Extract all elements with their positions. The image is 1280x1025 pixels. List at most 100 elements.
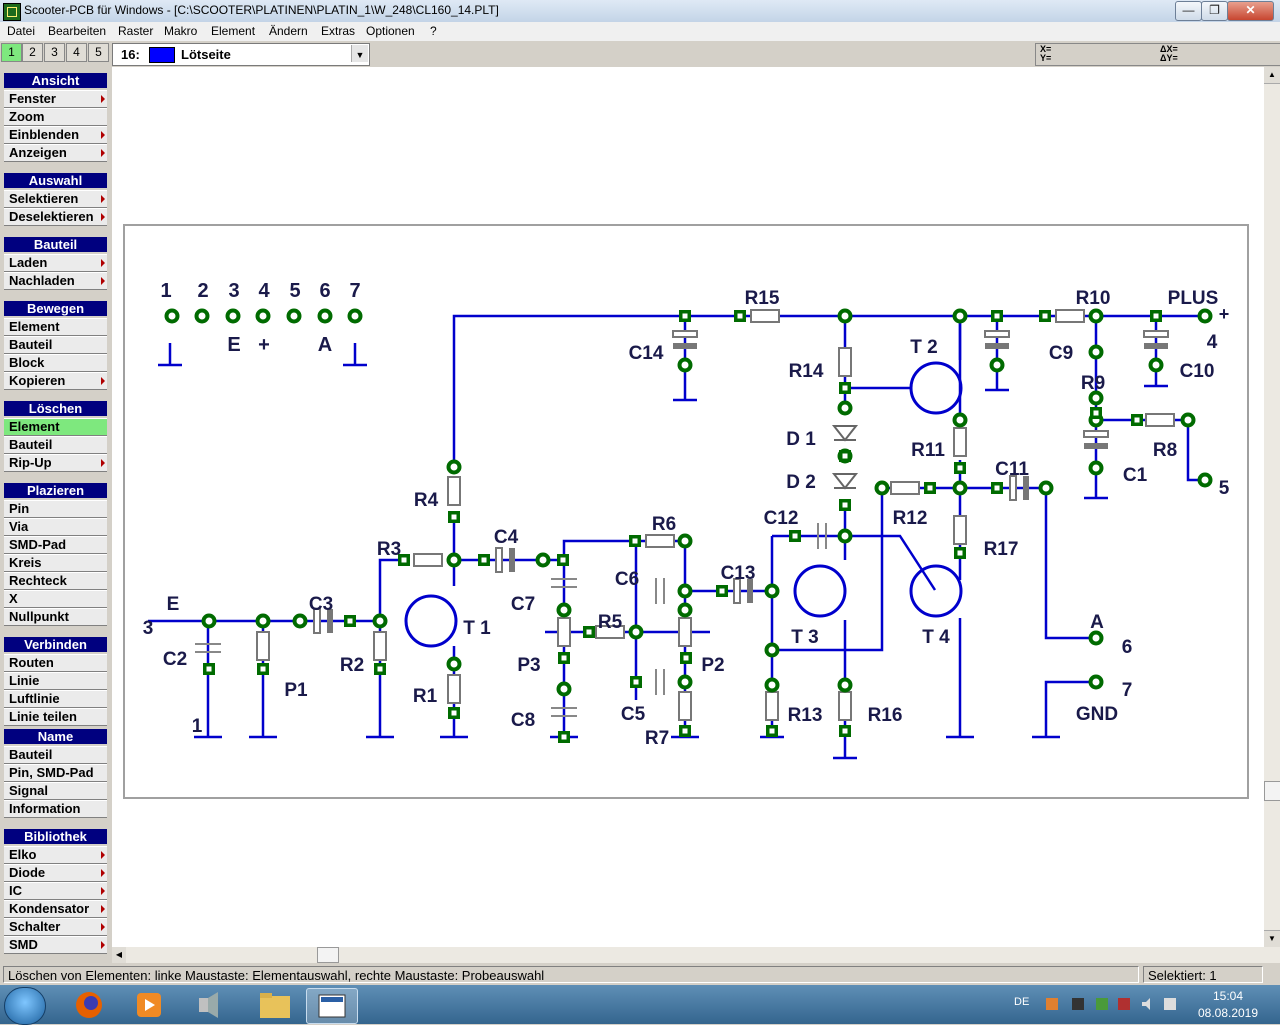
- sidebar-item-label: Rip-Up: [9, 455, 52, 470]
- sidebar-item-bewegen-block[interactable]: Block: [4, 354, 107, 372]
- scroll-down-icon[interactable]: ▼: [1264, 930, 1280, 947]
- sidebar-item-plazieren-nullpunkt[interactable]: Nullpunkt: [4, 608, 107, 626]
- sidebar-item-bibliothek-kondensator[interactable]: Kondensator: [4, 900, 107, 918]
- sidebar-item-ansicht-anzeigen[interactable]: Anzeigen: [4, 144, 107, 162]
- menu-aendern[interactable]: Ändern: [269, 24, 308, 38]
- resistor: [838, 691, 852, 721]
- pad-round: [764, 642, 780, 658]
- close-button[interactable]: ✕: [1227, 1, 1274, 21]
- sidebar-item-auswahl-selektieren[interactable]: Selektieren: [4, 190, 107, 208]
- pad-round: [677, 357, 693, 373]
- wire-segment: [772, 488, 884, 652]
- wire-segment: [845, 534, 937, 591]
- scroll-thumb-horizontal[interactable]: [317, 947, 339, 963]
- sidebar-item-plazieren-x[interactable]: X: [4, 590, 107, 608]
- scroll-up-icon[interactable]: ▲: [1264, 67, 1280, 84]
- media-player-icon[interactable]: [124, 988, 174, 1022]
- sidebar-item-plazieren-via[interactable]: Via: [4, 518, 107, 536]
- sidebar-item-plazieren-rechteck[interactable]: Rechteck: [4, 572, 107, 590]
- sidebar-item-bibliothek-diode[interactable]: Diode: [4, 864, 107, 882]
- audio-icon[interactable]: [186, 988, 236, 1022]
- sidebar-item-plazieren-kreis[interactable]: Kreis: [4, 554, 107, 572]
- sidebar-item-plazieren-pin[interactable]: Pin: [4, 500, 107, 518]
- menu-bearbeiten[interactable]: Bearbeiten: [48, 24, 107, 38]
- resistor: [447, 674, 461, 704]
- sidebar-item-bewegen-kopieren[interactable]: Kopieren: [4, 372, 107, 390]
- component-label: 5: [1219, 478, 1230, 499]
- folder-icon[interactable]: [250, 988, 300, 1022]
- sidebar-item-label: Deselektieren: [9, 209, 94, 224]
- tray-icons[interactable]: [1044, 996, 1184, 1012]
- firefox-icon[interactable]: [64, 988, 114, 1022]
- resistor: [595, 625, 625, 639]
- sidebar-item-name-bauteil[interactable]: Bauteil: [4, 746, 107, 764]
- horizontal-scrollbar[interactable]: ◀: [112, 947, 1280, 963]
- scroll-thumb[interactable]: [1264, 781, 1280, 801]
- scroll-left-icon[interactable]: ◀: [112, 947, 126, 963]
- sidebar-item-verbinden-luftlinie[interactable]: Luftlinie: [4, 690, 107, 708]
- sidebar-item-ansicht-einblenden[interactable]: Einblenden: [4, 126, 107, 144]
- pad-round: [225, 308, 241, 324]
- resistor: [645, 534, 675, 548]
- menu-optionen[interactable]: Optionen: [366, 24, 415, 38]
- maximize-button[interactable]: ❐: [1201, 1, 1228, 21]
- tab-5[interactable]: 5: [88, 43, 109, 62]
- sidebar-item-bibliothek-smd[interactable]: SMD: [4, 936, 107, 954]
- pad-round: [255, 308, 271, 324]
- scooter-pcb-taskbar-icon[interactable]: [306, 988, 358, 1024]
- connector-mark: +: [258, 334, 270, 356]
- minimize-button[interactable]: —: [1175, 1, 1202, 21]
- sidebar-item-verbinden-linie-teilen[interactable]: Linie teilen: [4, 708, 107, 726]
- sidebar-item-löschen-element[interactable]: Element: [4, 418, 107, 436]
- sidebar-item-auswahl-deselektieren[interactable]: Deselektieren: [4, 208, 107, 226]
- tab-1[interactable]: 1: [1, 43, 22, 62]
- sidebar-item-löschen-bauteil[interactable]: Bauteil: [4, 436, 107, 454]
- chevron-down-icon[interactable]: ▼: [351, 45, 368, 62]
- sidebar-item-ansicht-fenster[interactable]: Fenster: [4, 90, 107, 108]
- pad-hole: [1134, 417, 1140, 423]
- menu-extras[interactable]: Extras: [321, 24, 356, 38]
- windows-start-icon[interactable]: [4, 987, 46, 1025]
- tab-4[interactable]: 4: [66, 43, 87, 62]
- electrolytic-plate: [747, 579, 753, 603]
- sidebar-item-bibliothek-ic[interactable]: IC: [4, 882, 107, 900]
- submenu-arrow-icon: [101, 213, 105, 221]
- clock-time[interactable]: 15:04: [1212, 989, 1244, 1003]
- menu-help[interactable]: ?: [430, 24, 437, 38]
- sidebar-item-bewegen-bauteil[interactable]: Bauteil: [4, 336, 107, 354]
- sidebar-item-löschen-rip-up[interactable]: Rip-Up: [4, 454, 107, 472]
- sidebar-item-bibliothek-schalter[interactable]: Schalter: [4, 918, 107, 936]
- sidebar-item-bauteil-nachladen[interactable]: Nachladen: [4, 272, 107, 290]
- sidebar-item-name-signal[interactable]: Signal: [4, 782, 107, 800]
- sidebar-item-bibliothek-elko[interactable]: Elko: [4, 846, 107, 864]
- pad-hole: [347, 618, 353, 624]
- sidebar-item-ansicht-zoom[interactable]: Zoom: [4, 108, 107, 126]
- vertical-scrollbar[interactable]: ▲ ▼: [1264, 67, 1280, 947]
- pad-round: [556, 681, 572, 697]
- layer-select[interactable]: 16: Lötseite ▼: [112, 43, 370, 66]
- sidebar-item-name-pin-smd-pad[interactable]: Pin, SMD-Pad: [4, 764, 107, 782]
- component-label: R10: [1076, 288, 1111, 309]
- sidebar-item-label: Linie: [9, 673, 40, 688]
- clock-date[interactable]: 08.08.2019: [1197, 1006, 1259, 1020]
- menu-datei[interactable]: Datei: [7, 24, 36, 38]
- sidebar-item-label: Element: [9, 419, 60, 434]
- tab-2[interactable]: 2: [22, 43, 43, 62]
- menu-makro[interactable]: Makro: [164, 24, 198, 38]
- resistor: [678, 617, 692, 647]
- language-indicator[interactable]: DE: [1014, 996, 1030, 1008]
- menu-raster[interactable]: Raster: [118, 24, 154, 38]
- tab-3[interactable]: 3: [44, 43, 65, 62]
- sidebar-item-verbinden-linie[interactable]: Linie: [4, 672, 107, 690]
- sidebar-item-plazieren-smd-pad[interactable]: SMD-Pad: [4, 536, 107, 554]
- group-header-bibliothek: Bibliothek: [4, 829, 107, 844]
- component-label: C10: [1180, 361, 1215, 382]
- sidebar-item-bewegen-element[interactable]: Element: [4, 318, 107, 336]
- pad-round: [1197, 472, 1213, 488]
- sidebar-item-verbinden-routen[interactable]: Routen: [4, 654, 107, 672]
- sidebar-item-name-information[interactable]: Information: [4, 800, 107, 818]
- menu-element[interactable]: Element: [211, 24, 256, 38]
- sidebar-item-bauteil-laden[interactable]: Laden: [4, 254, 107, 272]
